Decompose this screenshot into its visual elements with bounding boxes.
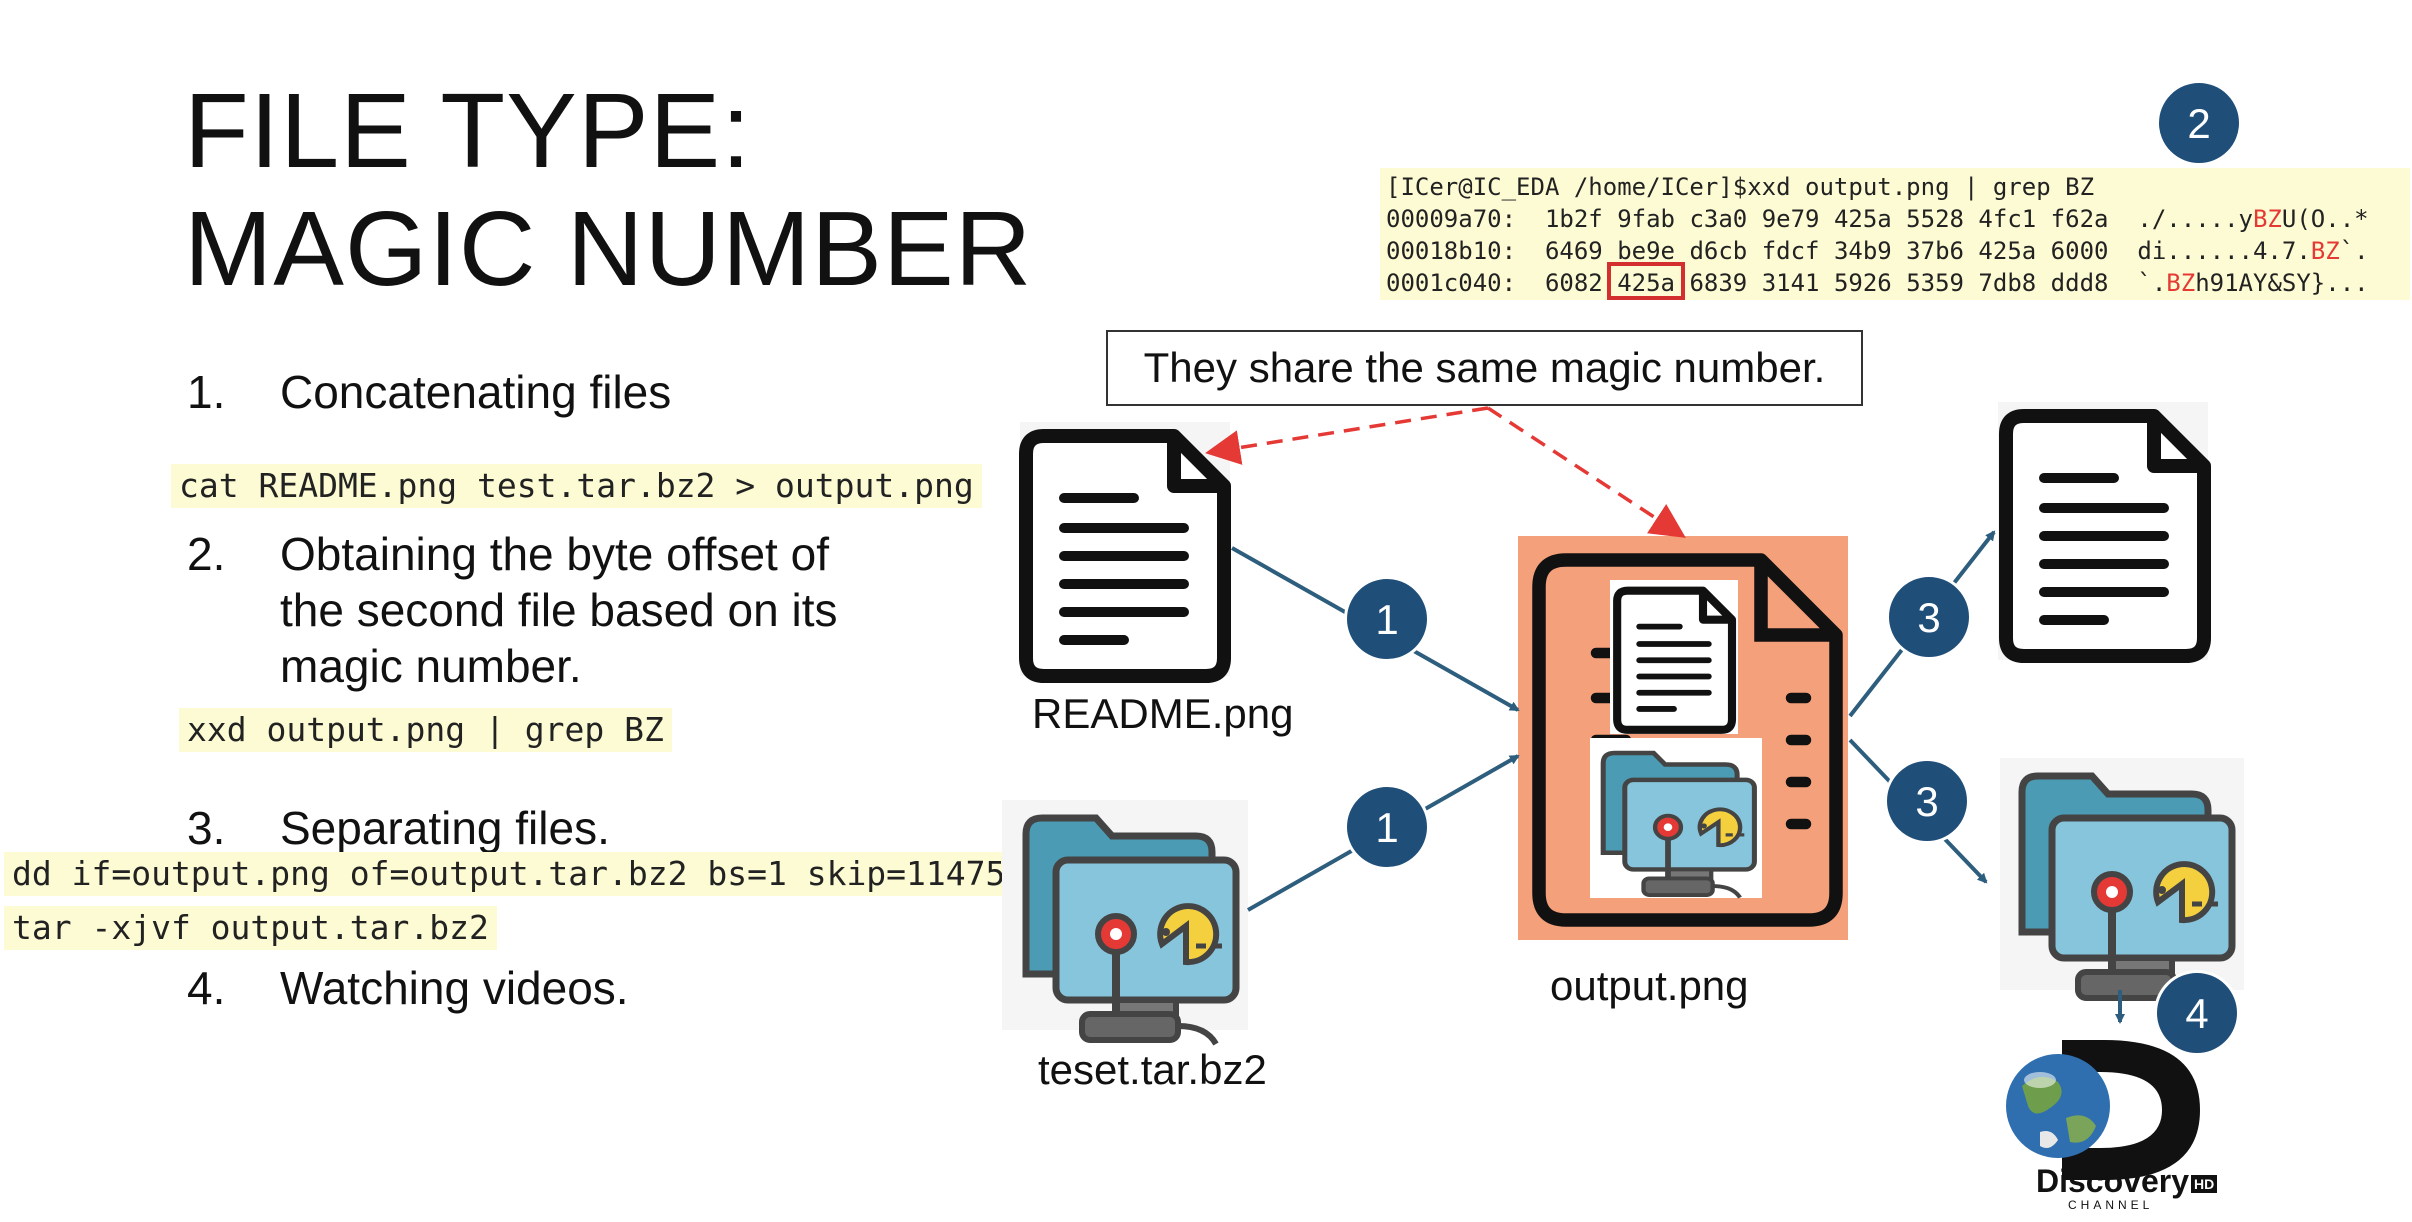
extracted-doc-icon [2006,416,2204,656]
terminal-row: 0001c040: 6082 425a 6839 3141 5926 5359 … [1386,269,2369,297]
step-badge-4: 4 [2154,970,2240,1056]
readme-label: README.png [1032,690,1294,737]
title-line-2: MAGIC NUMBER [184,190,1033,308]
discovery-channel-text: CHANNEL [2068,1198,2154,1212]
step-text-line-2: the second file based on its [280,584,838,636]
output-label: output.png [1550,962,1749,1009]
code-xxd: xxd output.png | grep BZ [179,708,672,752]
dashed-arrow-to-output [1487,406,1686,538]
terminal-row: 00018b10: 6469 be9e d6cb fdcf 34b9 37b6 … [1386,237,2369,265]
discovery-hd-badge: HD [2190,1174,2218,1193]
magic-number-highlight: 425a [1617,269,1675,297]
terminal-row: 00009a70: 1b2f 9fab c3a0 9e79 425a 5528 … [1386,205,2369,233]
step-4: 4. Watching videos. [187,960,887,1016]
step-2: 2. Obtaining the byte offset of the seco… [187,526,987,696]
step-badge-1: 1 [1344,576,1430,662]
slide-title: FILE TYPE: MAGIC NUMBER [184,72,1032,308]
step-3: 3. Separating files. [187,800,887,856]
dashed-arrow-to-readme [1205,406,1489,465]
discovery-logo [2006,1040,2200,1180]
code-dd: dd if=output.png of=output.tar.bz2 bs=1 … [4,852,1034,896]
step-badge-3: 3 [1886,574,1972,660]
tarball-label: teset.tar.bz2 [1038,1046,1267,1093]
terminal-prompt: [ICer@IC_EDA /home/ICer]$xxd output.png … [1386,173,2095,201]
terminal-output: [ICer@IC_EDA /home/ICer]$xxd output.png … [1380,168,2410,300]
code-cat: cat README.png test.tar.bz2 > output.png [171,464,982,508]
step-number: 2. [187,528,226,580]
step-number: 1. [187,366,226,418]
step-badge-1b: 1 [1344,784,1430,870]
readme-file-icon [1026,436,1224,676]
step-text: Separating files. [280,802,610,854]
title-line-1: FILE TYPE: [184,72,752,190]
step-number: 3. [187,802,226,854]
code-tar: tar -xjvf output.tar.bz2 [4,906,497,950]
step-badge-2: 2 [2156,80,2242,166]
step-text: Concatenating files [280,366,672,418]
discovery-name: Discovery [2036,1163,2189,1199]
step-text-line-3: magic number. [280,640,582,692]
output-inner-doc-icon [1617,591,1732,730]
step-number: 4. [187,962,226,1014]
magic-number-callout: They share the same magic number. [1106,330,1863,406]
magic-number-box [1607,262,1685,300]
step-1: 1. Concatenating files [187,364,887,420]
step-badge-3b: 3 [1884,758,1970,844]
step-text-line-1: Obtaining the byte offset of [280,528,829,580]
step-text: Watching videos. [280,962,629,1014]
